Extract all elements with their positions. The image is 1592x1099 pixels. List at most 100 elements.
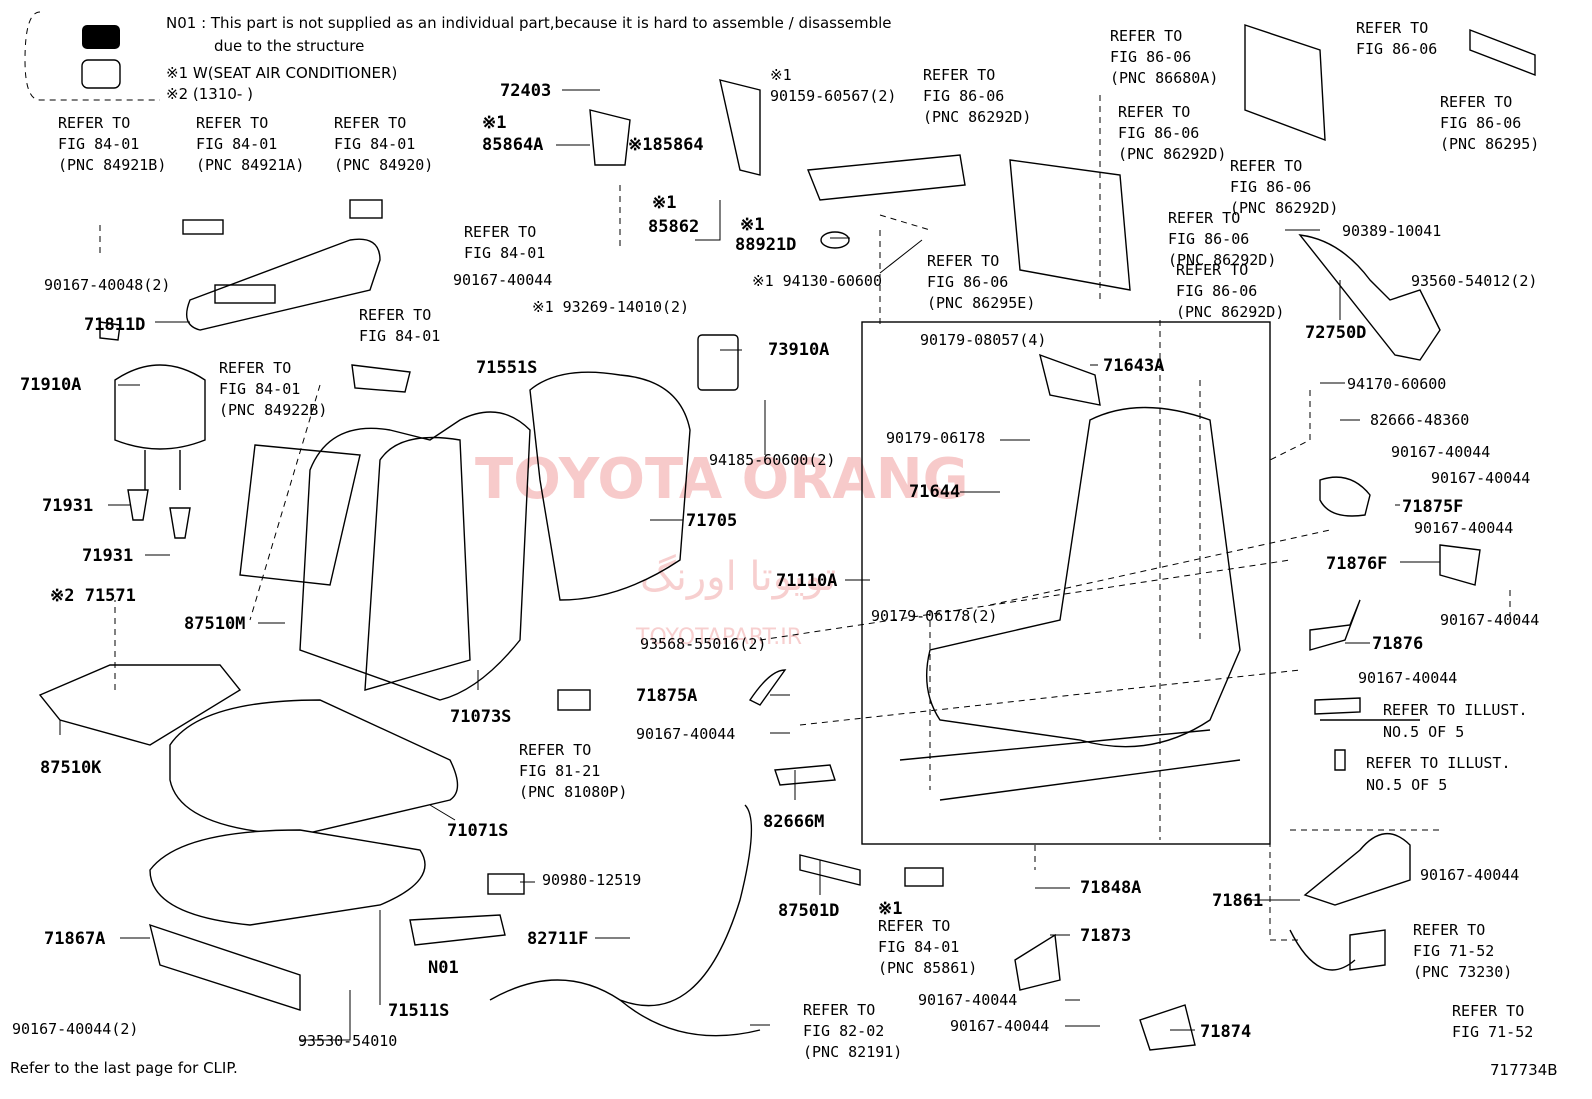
pn-label: 71910A xyxy=(20,375,81,395)
pn-label: 90167-40044 xyxy=(1358,669,1457,687)
belt-cover-drawing xyxy=(1303,832,1411,906)
side-cover-drawing xyxy=(186,238,381,331)
pn-label: ※1 xyxy=(482,113,506,133)
legend-white-swatch xyxy=(81,59,121,89)
watermark-title: TOYOTA ORANG xyxy=(475,447,969,512)
legend-note2: ※2 (1310- ) xyxy=(166,85,253,103)
seatback-heater-drawing xyxy=(239,444,361,586)
pn-label: 93568-55016(2) xyxy=(640,635,766,653)
headrest-drawing xyxy=(114,364,206,450)
cushion-shield-drawing xyxy=(149,923,301,1011)
ref-r17: REFER TO ILLUST.NO.5 OF 5 xyxy=(1383,701,1528,741)
guide-lines xyxy=(99,95,1511,941)
pn-label: 71848A xyxy=(1080,878,1141,898)
cushion-cover-drawing xyxy=(169,699,459,836)
pn-label: 82666-48360 xyxy=(1370,411,1469,429)
bracket-82666M-drawing xyxy=(774,764,836,786)
pn-label: 71861 xyxy=(1212,891,1263,911)
switch-panel-drawing xyxy=(214,284,276,304)
pn-label: ※2 71571 xyxy=(50,586,136,606)
pn-label: 71643A xyxy=(1103,356,1164,376)
pn-label: 71110A xyxy=(776,571,837,591)
lumbar-drawing xyxy=(1298,234,1441,361)
legend: N01 : This part is not supplied as an in… xyxy=(24,11,892,103)
pn-label: 90179-06178(2) xyxy=(871,607,997,625)
pn-label: 90167-40044 xyxy=(1420,866,1519,884)
pn-label: 87510K xyxy=(40,758,102,778)
footer-clip-note: Refer to the last page for CLIP. xyxy=(10,1059,238,1077)
connector-85861-drawing xyxy=(904,867,944,887)
legend-black-swatch xyxy=(82,25,120,49)
pn-label: 87510M xyxy=(184,614,245,634)
pn-label: 82711F xyxy=(527,929,588,949)
pn-label: 73910A xyxy=(768,340,829,360)
blower-85864-drawing xyxy=(719,79,761,176)
watermark: TOYOTA ORANG تویوتا اورنگ TOYOTAPART.IR xyxy=(475,447,969,650)
pn-label: 90159-60567(2) xyxy=(770,87,896,105)
wire-harness-drawing xyxy=(489,804,753,1007)
cover-71876-drawing xyxy=(1309,599,1361,651)
tag-71571-drawing xyxy=(99,321,121,341)
headrest-guide-1 xyxy=(127,489,149,521)
bracket-71643A-drawing xyxy=(1039,353,1101,406)
pn-label: 87501D xyxy=(778,901,839,921)
bracket-86295-drawing xyxy=(1469,28,1536,77)
connector-81080p-drawing xyxy=(557,689,591,711)
pn-label: 71931 xyxy=(42,496,93,516)
pn-label: 71867A xyxy=(44,929,105,949)
pn-label: 71073S xyxy=(450,707,511,727)
footer-illustration-id: 717734B xyxy=(1490,1061,1558,1079)
headrest-guide-2 xyxy=(169,507,191,539)
knob-84921B-drawing xyxy=(182,219,224,235)
wire-harness-branch xyxy=(619,999,761,1037)
pn-label: 90167-40044 xyxy=(1440,611,1539,629)
legend-note1: ※1 W(SEAT AIR CONDITIONER) xyxy=(166,64,397,82)
switch-84920-drawing xyxy=(349,199,383,219)
pn-label: 71874 xyxy=(1200,1022,1251,1042)
pn-label: 71875A xyxy=(636,686,697,706)
leader-lines xyxy=(59,89,1440,1041)
ref-r18: REFER TO ILLUST.NO.5 OF 5 xyxy=(1366,754,1511,794)
bracket-71874-drawing xyxy=(1139,1004,1196,1051)
pn-label: 90167-40044 xyxy=(950,1017,1049,1035)
pn-label: ※1 xyxy=(770,66,792,84)
pn-label: 90167-40044 xyxy=(918,991,1017,1009)
buckle-drawing xyxy=(1289,929,1386,971)
legend-n01-line2: due to the structure xyxy=(214,37,364,55)
pn-label: 88921D xyxy=(735,235,796,255)
pn-label: 90179-08057(4) xyxy=(920,331,1046,349)
illust-ref1-drawing xyxy=(1314,697,1361,715)
ecu-73910A-drawing xyxy=(697,334,739,391)
pn-label: 71811D xyxy=(84,315,145,335)
pn-label: 71931 xyxy=(82,546,133,566)
pn-label: 72403 xyxy=(500,81,551,101)
pn-label: 90167-40048(2) xyxy=(44,276,170,294)
part-drawings xyxy=(38,24,1536,1051)
pn-label: 94185-60600(2) xyxy=(709,451,835,469)
pn-label: 85864A xyxy=(482,135,543,155)
pn-label: 71875F xyxy=(1402,497,1463,517)
pn-label: N01 xyxy=(428,958,459,978)
pn-label: ※1 xyxy=(740,215,764,235)
back-board-drawing xyxy=(1244,24,1326,142)
cover-71875F-drawing xyxy=(1319,476,1371,517)
seat-frame-drawing xyxy=(925,406,1241,748)
cover-71876F-drawing xyxy=(1439,544,1481,586)
blower-85864A-drawing xyxy=(589,109,631,166)
pn-label: 71511S xyxy=(388,1001,449,1021)
